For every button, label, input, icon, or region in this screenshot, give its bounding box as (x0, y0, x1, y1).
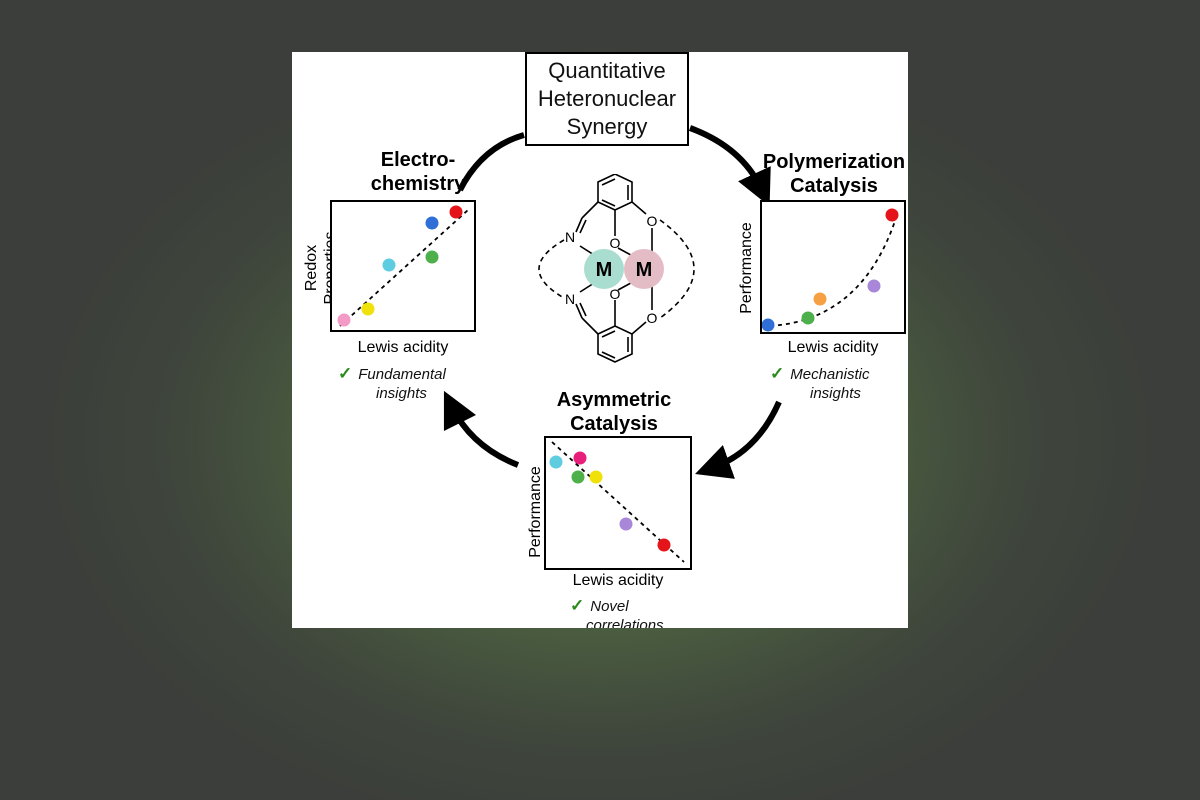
data-point (589, 470, 603, 484)
polymerization-heading-line-1: Polymerization (762, 151, 906, 173)
metal-left-label: M (596, 259, 613, 281)
data-point (867, 279, 881, 293)
asymmetric-note-line-1: ✓ Novel (570, 596, 664, 616)
asymmetric-note: ✓ Novel correlations (570, 596, 664, 628)
polymerization-plot (760, 200, 906, 334)
oxygen-upper-right-label: O (647, 213, 658, 229)
polymerization-heading: Polymerization Catalysis (754, 150, 908, 198)
data-point (382, 258, 396, 272)
polymerization-plot-svg (762, 208, 899, 332)
polymerization-heading-line-2: Catalysis (790, 175, 878, 197)
electrochemistry-note: ✓ Fundamental insights (338, 364, 446, 403)
data-point (337, 313, 351, 327)
electrochemistry-plot (330, 200, 476, 332)
oxygen-top-label: O (610, 235, 621, 251)
electrochemistry-xlabel: Lewis acidity (357, 339, 449, 356)
cycle-arrows (443, 125, 782, 479)
polymerization-note: ✓ Mechanistic insights (770, 364, 869, 403)
electrochemistry-ylabel-line-1: Redox (303, 244, 320, 292)
electrochemistry-note-line-2: insights (376, 385, 427, 402)
electrochemistry-note-line-1: ✓ Fundamental (338, 364, 446, 384)
asymmetric-heading-line-2: Catalysis (570, 413, 658, 435)
data-point (801, 311, 815, 325)
asymmetric-xlabel: Lewis acidity (572, 572, 664, 589)
nitrogen-top-label: N (565, 229, 575, 245)
title-line-2: Heteronuclear (537, 86, 677, 111)
asymmetric-heading: Asymmetric Catalysis (544, 388, 684, 436)
trend-curve (769, 217, 897, 327)
data-point (573, 451, 587, 465)
oxygen-lower-right-label: O (647, 310, 658, 326)
title-line-3: Synergy (566, 114, 648, 139)
asymmetric-heading-line-1: Asymmetric (556, 389, 672, 411)
trend-line (551, 441, 685, 563)
electrochemistry-note-text-1: Fundamental (358, 366, 446, 383)
arrow-right-bottom (695, 400, 782, 479)
electrochemistry-heading: Electro- chemistry (348, 148, 488, 196)
polymerization-note-text-1: Mechanistic (790, 366, 870, 383)
check-icon: ✓ (770, 364, 785, 383)
bimetallic-complex-structure: M M N N O O O O (538, 174, 695, 363)
data-point (657, 538, 671, 552)
asymmetric-ylabel: Performance (526, 457, 546, 567)
metal-left-highlight (584, 249, 624, 289)
electrochemistry-heading-line-1: Electro- (380, 149, 456, 171)
title-line-1: Quantitative (548, 58, 666, 83)
asymmetric-plot (544, 436, 692, 570)
polymerization-note-line-2: insights (810, 385, 861, 402)
data-point (571, 470, 585, 484)
data-point (619, 517, 633, 531)
metal-right-label: M (636, 259, 653, 281)
data-point (885, 208, 899, 222)
figure: Quantitative Heteronuclear Synergy (292, 52, 908, 628)
electrochemistry-heading-line-2: chemistry (370, 173, 466, 195)
arrow-top-right (688, 125, 771, 207)
polymerization-xlabel: Lewis acidity (787, 339, 879, 356)
nitrogen-bottom-label: N (565, 291, 575, 307)
polymerization-ylabel-line-1: Performance (738, 222, 755, 314)
data-point (549, 455, 563, 469)
data-point (762, 318, 775, 332)
data-point (813, 292, 827, 306)
electrochemistry-plot-svg (337, 205, 469, 327)
polymerization-ylabel: Performance (737, 213, 757, 323)
polymerization-note-line-1: ✓ Mechanistic (770, 364, 869, 384)
check-icon: ✓ (338, 364, 353, 383)
arrow-bottom-left (443, 390, 520, 468)
data-point (425, 216, 439, 230)
asymmetric-note-text-1: Novel (590, 598, 629, 615)
asymmetric-plot-svg (549, 441, 685, 563)
data-point (449, 205, 463, 219)
oxygen-bottom-label: O (610, 286, 621, 302)
data-point (361, 302, 375, 316)
check-icon: ✓ (570, 596, 585, 615)
trend-line (339, 209, 469, 327)
title-box: Quantitative Heteronuclear Synergy (525, 52, 689, 146)
arrow-top-left (457, 132, 525, 192)
metal-right-highlight (624, 249, 664, 289)
data-point (425, 250, 439, 264)
asymmetric-note-line-2: correlations (586, 617, 664, 628)
asymmetric-ylabel-line-1: Performance (527, 466, 544, 558)
